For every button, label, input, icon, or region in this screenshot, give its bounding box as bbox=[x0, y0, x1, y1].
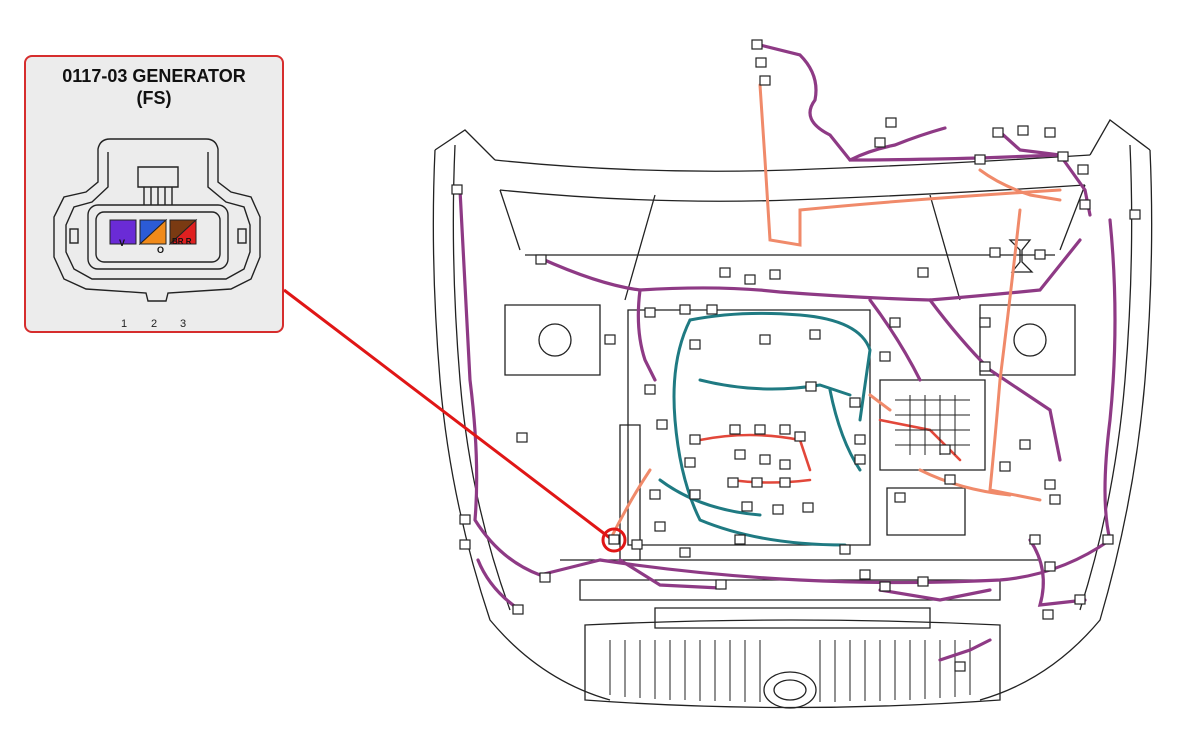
pin-1-number: 1 bbox=[120, 318, 128, 330]
connector-id-label: 0117-03 GENERATOR bbox=[62, 66, 246, 86]
pin-cavities bbox=[109, 218, 198, 246]
vehicle-outline bbox=[432, 119, 1153, 709]
generator-connector bbox=[608, 534, 620, 545]
leader-line bbox=[283, 288, 611, 540]
generator-highlight-circle bbox=[601, 527, 627, 553]
pin-2-number: 2 bbox=[150, 318, 158, 330]
pin-3-number: 3 bbox=[179, 318, 187, 330]
callout-title: 0117-03 GENERATOR (FS) bbox=[26, 65, 282, 109]
pin-1-wire-code: V bbox=[119, 238, 126, 248]
harness-salmon bbox=[608, 83, 1062, 542]
harness-connectors bbox=[451, 39, 1141, 672]
fuse-box-grid bbox=[895, 395, 970, 455]
connector-face-drawing bbox=[53, 138, 261, 302]
pin-3-wire-code: BR R bbox=[172, 237, 192, 246]
pin-1-cavity bbox=[109, 219, 137, 245]
harness-purple bbox=[458, 43, 1117, 662]
connector-callout: 0117-03 GENERATOR (FS) bbox=[24, 55, 284, 333]
connector-location-label: (FS) bbox=[136, 88, 172, 108]
pin-2-wire-code: O bbox=[157, 245, 165, 255]
